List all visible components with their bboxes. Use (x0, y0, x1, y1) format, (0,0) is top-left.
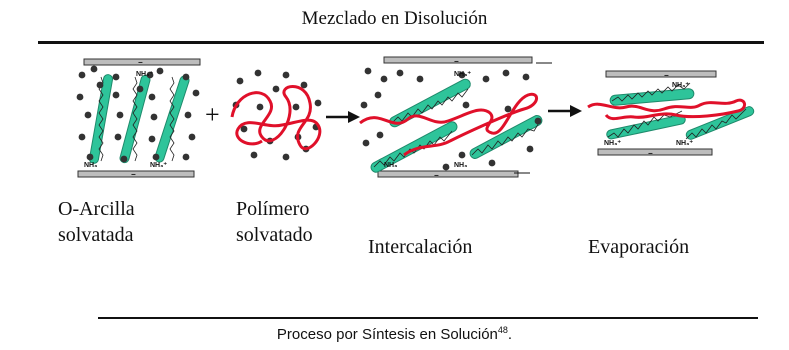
clay-plate-top (383, 56, 533, 64)
clay-layer (609, 88, 695, 106)
ammonium-label: NH₃ (84, 162, 97, 169)
stage-label-organoclay: O-Arcilla solvatada (58, 196, 135, 248)
solvent-molecules (360, 67, 542, 171)
polymer-chain (359, 92, 538, 157)
ammonium-label: NH₃ (384, 162, 397, 169)
ammonium-label: NH₃ (454, 162, 467, 169)
stage-label-line: O-Arcilla (58, 198, 135, 220)
stage-label-line: Polímero (236, 198, 310, 220)
stage-label-line: solvatado (236, 224, 313, 246)
caption-text: Proceso por Síntesis en Solución (276, 326, 498, 343)
stage-organoclay-graphic: NH₃⁺ NH₃ NH₃⁺ − − (76, 58, 201, 179)
clay-layer (154, 75, 190, 163)
ammonium-label: NH₃⁺ (136, 71, 153, 78)
clay-layer (119, 74, 151, 164)
title-rule (38, 41, 764, 44)
stage-label-evaporation: Evaporación (588, 234, 689, 260)
clay-plate-bottom (77, 170, 195, 178)
polymer-chain (230, 85, 322, 151)
charge-minus: − (138, 58, 143, 67)
clay-plate-top (83, 58, 201, 66)
charge-minus: − (664, 71, 669, 80)
polymer-chain (587, 98, 746, 121)
clay-layer (88, 74, 114, 164)
process-illustration: NH₃⁺ NH₃ NH₃⁺ − − + (76, 56, 755, 180)
charge-minus: − (648, 149, 653, 158)
arrow-icon (548, 105, 582, 117)
caption-reference: 48 (497, 325, 508, 335)
stage-intercalation-graphic: NH₃⁺ NH₃ NH₃ − − (359, 56, 543, 180)
stage-evaporation-graphic: NH₃⁺ NH₃⁺ NH₃⁺ − − (587, 70, 755, 158)
caption-end: . (507, 326, 513, 343)
clay-plate-bottom (377, 170, 519, 178)
stage-label-line: Evaporación (588, 236, 690, 258)
solvent-molecules (76, 65, 200, 163)
stage-label-line: Intercalación (368, 236, 473, 258)
ammonium-label: NH₃⁺ (454, 71, 471, 78)
stage-label-line: solvatada (58, 224, 134, 246)
clay-plate-top (605, 70, 717, 78)
clay-layer (469, 115, 543, 159)
clay-layer (685, 106, 755, 140)
stage-label-polymer: Polímero solvatado (236, 196, 313, 248)
charge-minus: − (434, 171, 439, 180)
caption-rule (98, 317, 758, 319)
arrow-icon (326, 111, 360, 123)
ammonium-label: NH₃⁺ (150, 162, 167, 169)
clay-plate-bottom (597, 148, 713, 156)
plus-sign: + (205, 100, 220, 129)
charge-minus: − (454, 57, 459, 66)
charge-minus: − (131, 170, 136, 179)
ammonium-label: NH₃⁺ (676, 140, 693, 147)
stage-label-intercalation: Intercalación (368, 234, 472, 260)
ammonium-label: NH₃⁺ (672, 82, 689, 89)
diagram-title: Mezclado en Disolución (301, 8, 488, 29)
stage-polymer-graphic (230, 69, 322, 161)
ammonium-label: NH₃⁺ (604, 140, 621, 147)
figure-caption: Proceso por Síntesis en Solución48. (0, 325, 789, 343)
